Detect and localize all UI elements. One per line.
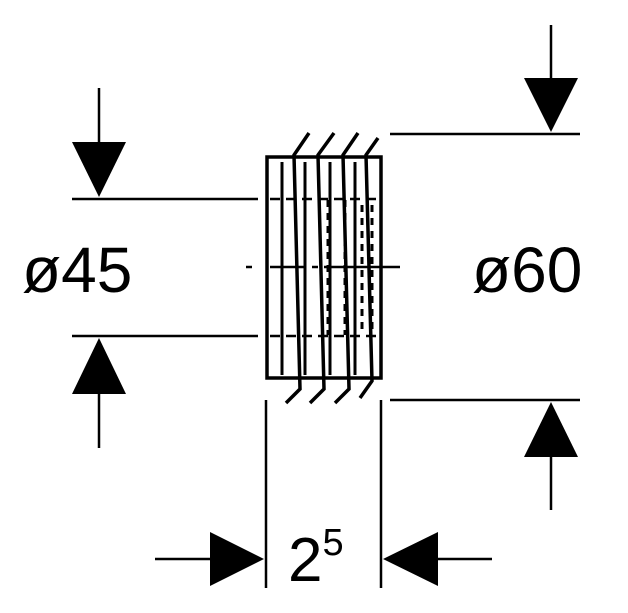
outer-arrow-bottom-head	[524, 402, 578, 457]
sleeve-rib-2	[308, 131, 336, 405]
length-label: 25	[288, 522, 344, 595]
inner-diameter-symbol: ø	[22, 234, 61, 306]
outer-diameter-label: ø60	[472, 234, 582, 306]
outer-diameter-symbol: ø	[472, 234, 511, 306]
inner-diameter-value: 45	[61, 234, 132, 306]
inner-arrow-top-head	[72, 142, 126, 197]
sleeve-rib-1	[284, 132, 311, 405]
inner-arrow-bottom-head	[72, 338, 126, 394]
inner-diameter-label: ø45	[22, 234, 132, 306]
length-superscript: 5	[322, 522, 343, 564]
length-dimension: 25	[155, 400, 492, 595]
length-base: 2	[288, 526, 322, 595]
outer-diameter-dimension: ø60	[390, 25, 582, 510]
length-arrow-right-head	[383, 532, 438, 586]
outer-arrow-top-head	[524, 78, 578, 132]
outer-diameter-value: 60	[511, 234, 582, 306]
length-arrow-left-head	[210, 532, 264, 586]
inner-diameter-dimension: ø45	[22, 88, 258, 448]
